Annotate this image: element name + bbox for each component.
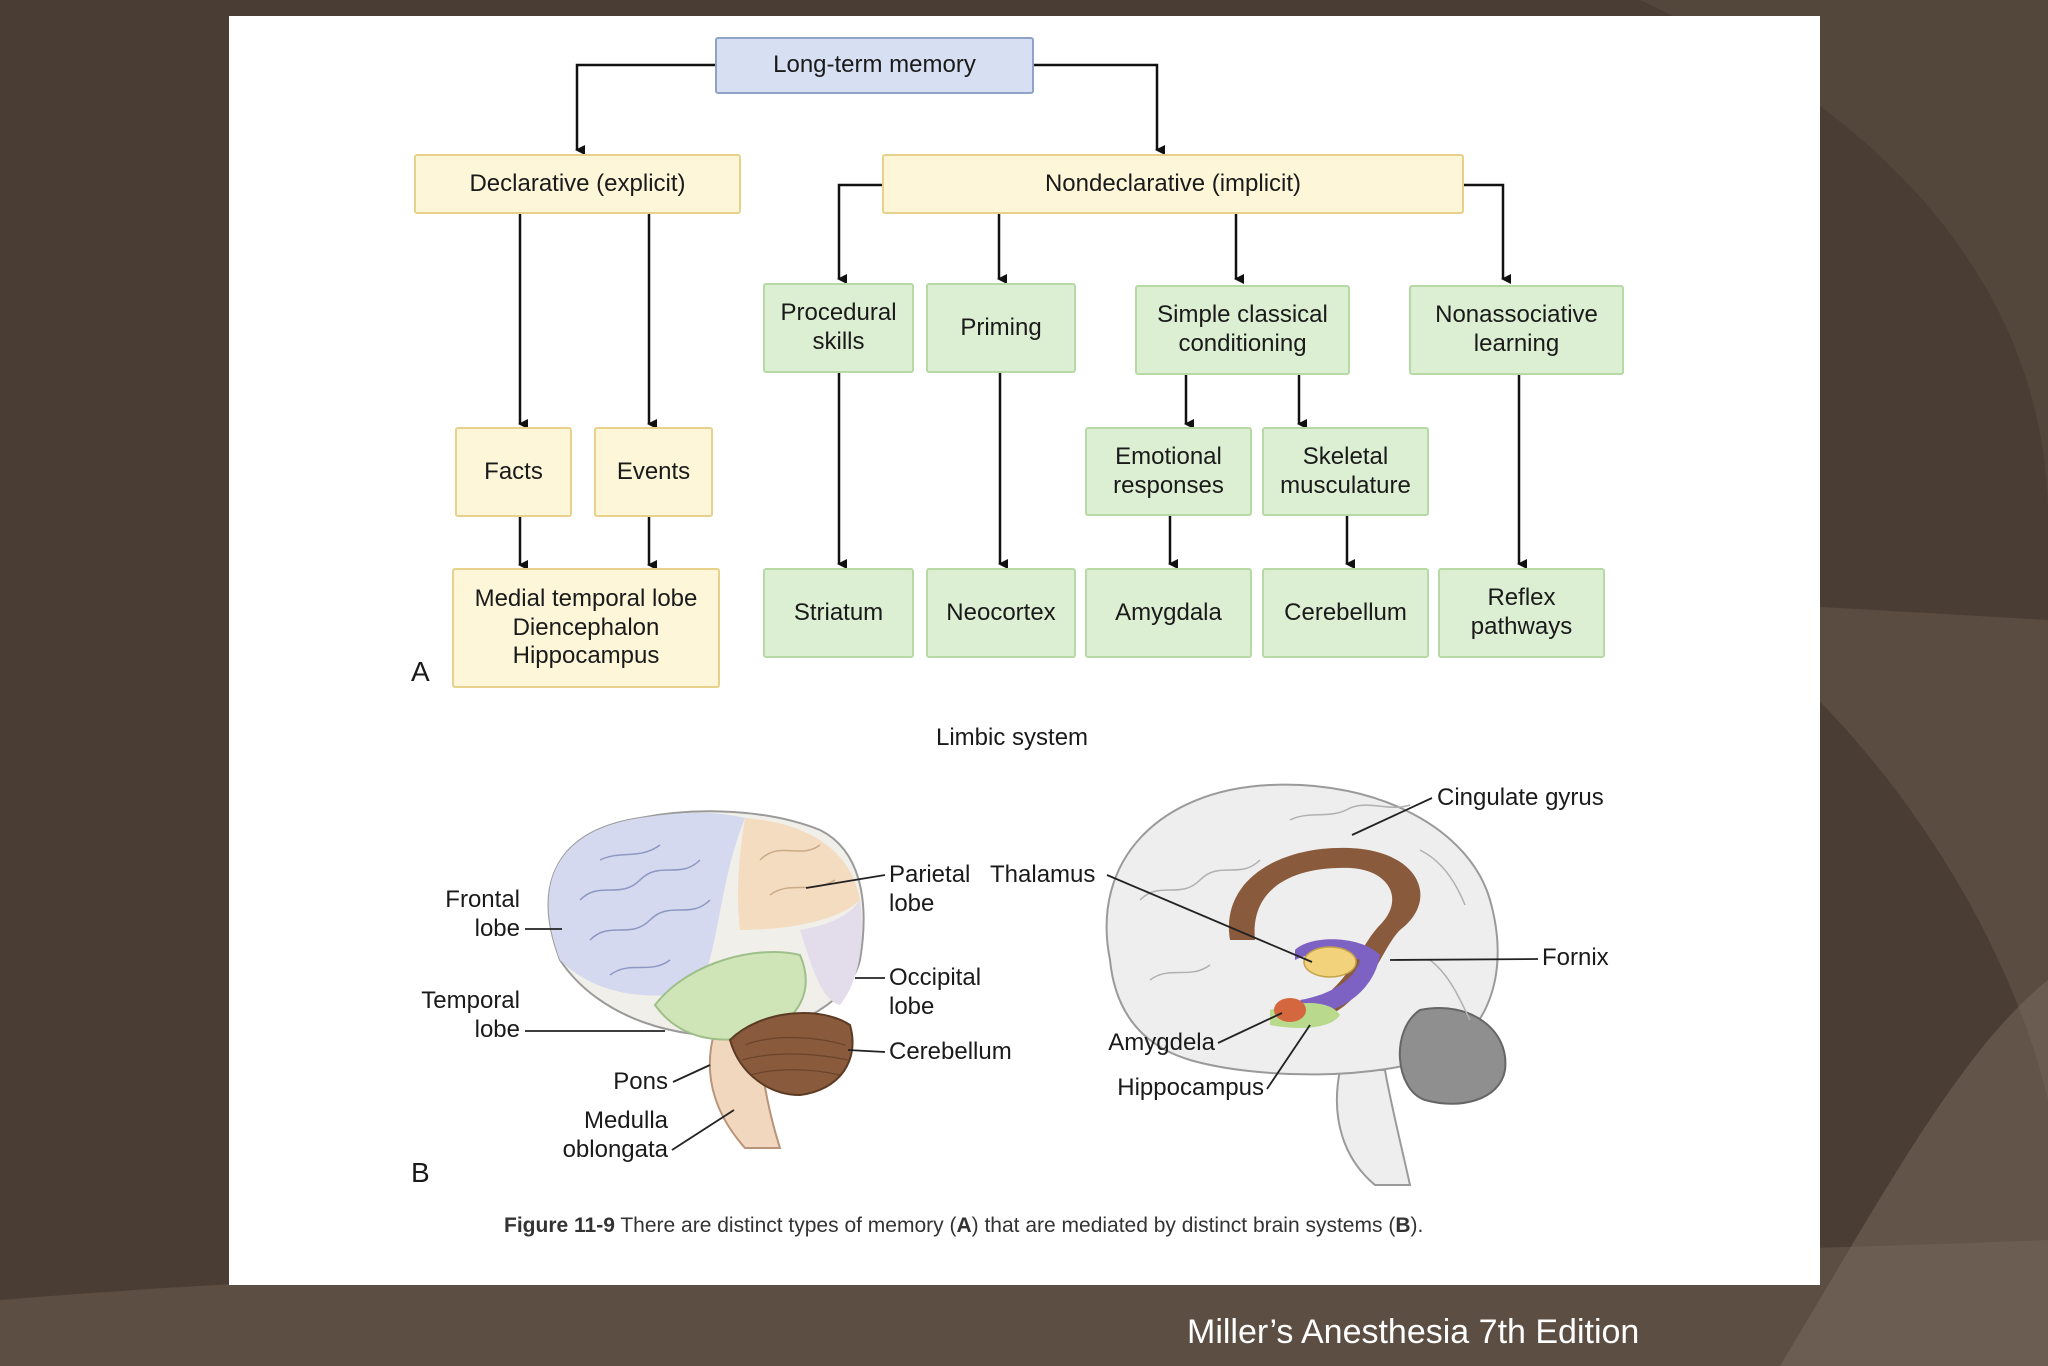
cingulate-gyrus-label: Cingulate gyrus: [1437, 784, 1604, 811]
medulla-oblongata-label: Medulla oblongata: [562, 1107, 668, 1163]
nondeclarative-node: Nondeclarative (implicit): [882, 154, 1464, 214]
temporal-lobe-label: Temporal lobe: [421, 987, 520, 1043]
hippocampus-label: Hippocampus: [1117, 1074, 1264, 1101]
priming-node: Priming: [926, 283, 1076, 373]
parietal-lobe-label: Parietal lobe: [889, 861, 971, 917]
nonassociative-learning-node: Nonassociative learning: [1409, 285, 1624, 375]
leader-lines: [525, 797, 1539, 1151]
panel-b-label: B: [411, 1157, 430, 1188]
caption-text-3: ).: [1410, 1214, 1424, 1237]
thalamus-label: Thalamus: [990, 861, 1096, 888]
long-term-memory-node: Long-term memory: [715, 37, 1034, 94]
caption-text-1: There are distinct types of memory (: [614, 1214, 957, 1237]
limbic-system-title: Limbic system: [936, 724, 1089, 751]
cerebellum-label: Cerebellum: [889, 1038, 1012, 1065]
pons-label: Pons: [613, 1068, 668, 1095]
panel-a-label: A: [411, 656, 430, 687]
lateral-brain-illustration: [547, 810, 865, 1149]
caption-bold-b: B: [1395, 1214, 1411, 1237]
procedural-skills-node: Procedural skills: [763, 283, 914, 373]
occipital-lobe-label: Occipital lobe: [889, 964, 982, 1020]
frontal-lobe-label: Frontal lobe: [445, 886, 520, 942]
facts-node: Facts: [455, 427, 572, 517]
figure-number: Figure 11-9: [504, 1214, 615, 1237]
neocortex-node: Neocortex: [926, 568, 1076, 658]
caption-bold-a: A: [956, 1214, 972, 1237]
amygdala-node: Amygdala: [1085, 568, 1252, 658]
fornix-label: Fornix: [1542, 944, 1609, 971]
cerebellum-node: Cerebellum: [1262, 568, 1429, 658]
striatum-node: Striatum: [763, 568, 914, 658]
connector-lines: [518, 63, 1527, 570]
skeletal-musculature-node: Skeletal musculature: [1262, 427, 1429, 516]
medial-temporal-lobe-node: Medial temporal lobe Diencephalon Hippoc…: [452, 568, 720, 688]
simple-classical-conditioning-node: Simple classical conditioning: [1135, 285, 1350, 375]
amygdela-label: Amygdela: [1108, 1029, 1215, 1056]
caption-text-2: ) that are mediated by distinct brain sy…: [971, 1214, 1396, 1237]
declarative-node: Declarative (explicit): [414, 154, 741, 214]
figure-caption: Figure 11-9 There are distinct types of …: [504, 1214, 1423, 1238]
emotional-responses-node: Emotional responses: [1085, 427, 1252, 516]
medial-brain-illustration: [1105, 783, 1507, 1186]
events-node: Events: [594, 427, 713, 517]
source-citation: Miller’s Anesthesia 7th Edition: [1187, 1313, 1640, 1351]
reflex-pathways-node: Reflex pathways: [1438, 568, 1605, 658]
